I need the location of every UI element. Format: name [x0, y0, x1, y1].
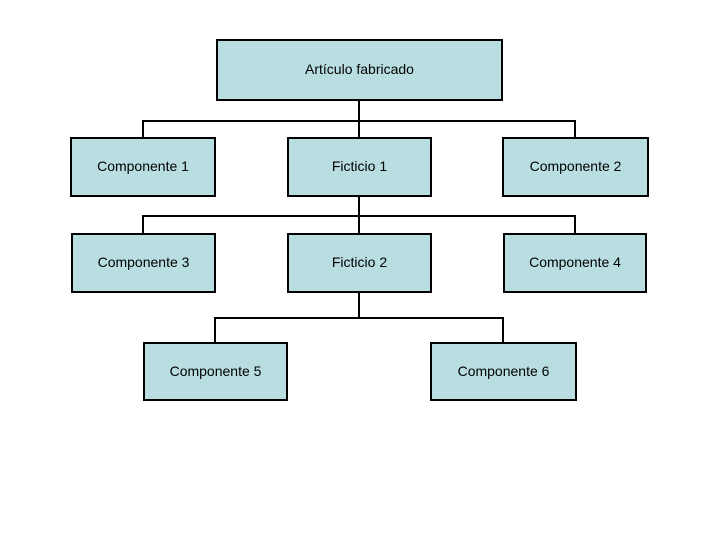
- node-componente-3: Componente 3: [71, 233, 216, 293]
- connector-drop-componente-2: [574, 120, 576, 137]
- connector-drop-componente-5: [214, 317, 216, 342]
- node-ficticio-1: Ficticio 1: [287, 137, 432, 197]
- node-componente-4: Componente 4: [503, 233, 647, 293]
- connector-drop-componente-4: [574, 215, 576, 233]
- connector-drop-componente-6: [502, 317, 504, 342]
- node-componente-2: Componente 2: [502, 137, 649, 197]
- connector-ficticio-2-stem: [358, 293, 360, 319]
- node-componente-5: Componente 5: [143, 342, 288, 401]
- node-componente-1: Componente 1: [70, 137, 216, 197]
- connector-ficticio-1-rail: [142, 215, 576, 217]
- connector-drop-componente-3: [142, 215, 144, 233]
- connector-root-stem: [358, 101, 360, 137]
- connector-root-rail: [142, 120, 576, 122]
- node-ficticio-2: Ficticio 2: [287, 233, 432, 293]
- connector-ficticio-2-rail: [214, 317, 504, 319]
- connector-drop-componente-1: [142, 120, 144, 137]
- node-componente-6: Componente 6: [430, 342, 577, 401]
- node-articulo-fabricado: Artículo fabricado: [216, 39, 503, 101]
